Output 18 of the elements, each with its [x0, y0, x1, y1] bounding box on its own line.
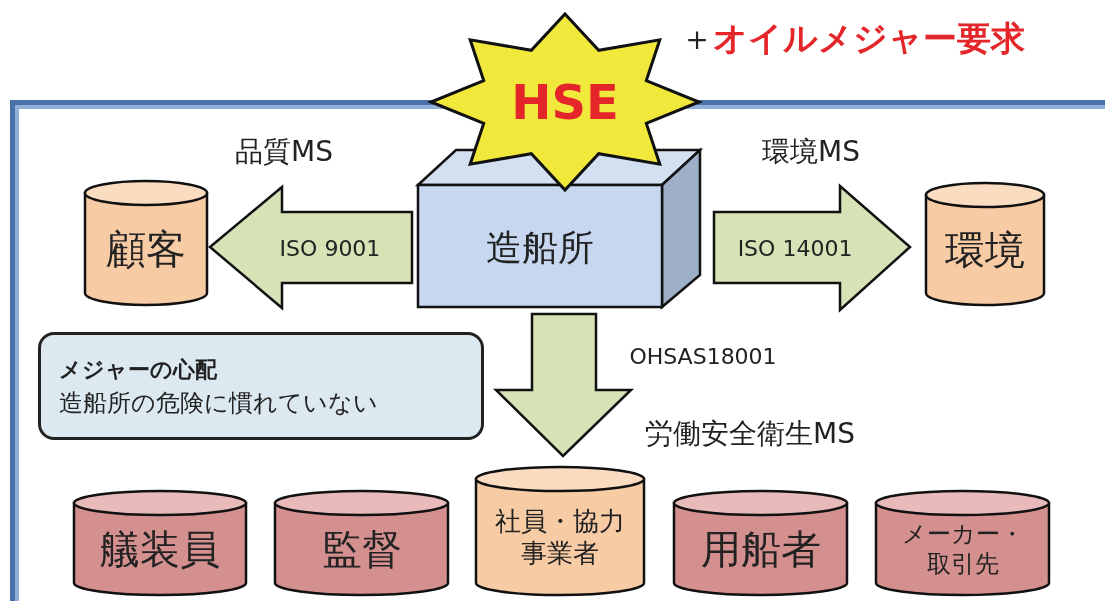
block-arrow	[492, 312, 635, 458]
note-text: 造船所の危険に慣れていない	[59, 388, 379, 419]
requirement-title: オイルメジャー要求	[713, 17, 1025, 60]
cylinder-label: メーカー・取引先	[900, 519, 1025, 579]
cylinder-label: 顧客	[105, 225, 187, 274]
cylinder-label: 監督	[320, 525, 403, 574]
cylinder-label: 艤装員	[99, 525, 221, 574]
ms-label: 品質MS	[235, 134, 333, 170]
cylinder-label: 環境	[944, 226, 1026, 275]
cylinder-label: 用船者	[699, 525, 822, 574]
note-box	[38, 332, 484, 440]
cube-label: 造船所	[486, 225, 594, 270]
note-heading: メジャーの心配	[59, 356, 218, 384]
ms-label: 労働安全衛生MS	[645, 416, 855, 452]
plus-sign: ＋	[680, 17, 714, 60]
cylinder-label: 社員・協力事業者	[494, 504, 626, 570]
ms-label: 環境MS	[762, 134, 860, 170]
starburst-label: HSE	[511, 74, 619, 130]
